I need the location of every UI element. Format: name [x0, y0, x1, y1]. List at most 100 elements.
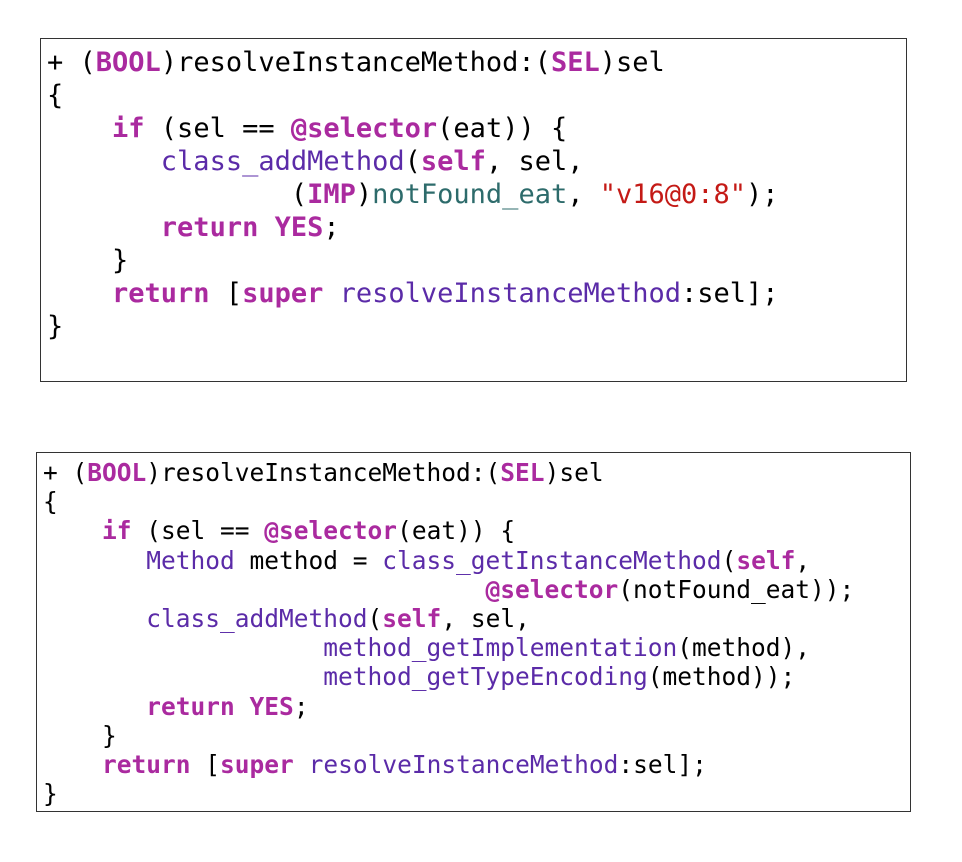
code-token-keyword: @selector	[264, 516, 398, 546]
code-block-simple-imp: + (BOOL)resolveInstanceMethod:(SEL)sel{ …	[40, 38, 907, 382]
code-token-keyword: return	[112, 278, 210, 309]
code-token-plain	[43, 633, 323, 662]
code-token-keyword: super	[242, 278, 324, 309]
code-line: class_addMethod(self, sel,	[43, 604, 910, 633]
code-line: }	[47, 244, 906, 277]
code-token-keyword: return	[146, 691, 235, 721]
code-line: return [super resolveInstanceMethod:sel]…	[43, 750, 910, 779]
code-token-method: class_addMethod	[146, 604, 368, 634]
code-token-plain	[43, 604, 146, 633]
code-line: @selector(notFound_eat));	[43, 575, 910, 604]
code-token-keyword: SEL	[500, 458, 545, 487]
code-token-plain: + (	[43, 458, 88, 487]
code-token-keyword: IMP	[307, 179, 356, 210]
code-token-plain: + (	[47, 47, 96, 78]
code-token-plain: }	[43, 779, 58, 809]
code-token-plain: (method),	[677, 633, 811, 663]
code-token-keyword: if	[102, 516, 132, 546]
code-token-plain: )sel	[544, 458, 604, 487]
code-token-keyword: self	[420, 146, 486, 177]
code-token-keyword: SEL	[550, 47, 600, 78]
code-token-plain	[43, 516, 102, 545]
code-token-plain: (notFound_eat));	[618, 574, 855, 604]
code-token-keyword: YES	[274, 212, 324, 243]
code-token-plain: (sel ==	[131, 516, 265, 546]
code-line: return [super resolveInstanceMethod:sel]…	[47, 277, 906, 310]
code-line: class_addMethod(self, sel,	[47, 145, 906, 178]
code-token-method: resolveInstanceMethod	[308, 750, 619, 780]
code-token-method: class_getInstanceMethod	[382, 545, 722, 575]
code-token-string: "v16@0:8"	[599, 179, 747, 210]
code-token-plain: , sel,	[441, 604, 530, 634]
code-token-plain: ;	[323, 212, 340, 243]
code-token-plain: :sel];	[681, 278, 779, 309]
code-token-plain: (eat)) {	[437, 113, 568, 144]
code-token-plain: }	[47, 245, 129, 276]
code-token-plain: [	[190, 750, 221, 780]
code-token-plain	[323, 278, 339, 309]
code-line: method_getImplementation(method),	[43, 633, 910, 662]
code-token-plain	[47, 212, 161, 243]
code-token-plain: (	[404, 146, 421, 177]
code-token-plain: }	[47, 311, 64, 342]
code-token-plain	[43, 575, 486, 604]
code-token-keyword: return	[160, 212, 259, 243]
code-token-plain	[258, 212, 274, 243]
code-token-keyword: if	[112, 113, 145, 144]
code-token-plain: :sel];	[618, 750, 707, 780]
code-token-plain: {	[43, 487, 58, 517]
code-line: + (BOOL)resolveInstanceMethod:(SEL)sel	[47, 46, 906, 79]
code-token-keyword: BOOL	[87, 458, 147, 487]
code-token-plain	[43, 750, 102, 779]
code-token-plain: )	[355, 179, 373, 210]
code-token-plain: (sel ==	[144, 113, 291, 144]
code-token-plain: (	[47, 179, 308, 210]
code-token-keyword: BOOL	[95, 47, 161, 78]
code-token-plain	[294, 750, 309, 779]
code-token-plain: ,	[795, 545, 811, 575]
code-token-plain: ,	[567, 179, 600, 210]
code-line: }	[47, 310, 906, 343]
code-line: + (BOOL)resolveInstanceMethod:(SEL)sel	[43, 458, 910, 487]
code-token-plain: )resolveInstanceMethod:(	[160, 47, 551, 78]
code-line: }	[43, 779, 910, 808]
code-token-keyword: @selector	[290, 113, 438, 144]
code-token-keyword: @selector	[485, 574, 619, 604]
code-token-plain: }	[43, 720, 117, 750]
code-token-plain: )sel	[599, 47, 665, 78]
code-line: {	[43, 487, 910, 516]
code-token-plain: ;	[293, 691, 309, 721]
code-token-plain	[43, 692, 146, 721]
code-token-plain: {	[47, 80, 64, 111]
code-token-function: notFound_eat	[372, 179, 568, 210]
code-token-keyword: super	[220, 750, 294, 780]
code-line: return YES;	[47, 211, 906, 244]
code-line: Method method = class_getInstanceMethod(…	[43, 546, 910, 575]
code-token-method: Method	[146, 545, 235, 575]
code-token-plain	[43, 662, 323, 691]
code-line: {	[47, 79, 906, 112]
code-token-keyword: return	[102, 750, 191, 780]
code-token-plain: (method));	[647, 662, 796, 692]
code-token-plain: )resolveInstanceMethod:(	[146, 458, 501, 487]
code-token-plain: );	[746, 179, 779, 210]
code-block-method-lookup: + (BOOL)resolveInstanceMethod:(SEL)sel{ …	[36, 452, 911, 812]
code-token-plain: (	[367, 604, 383, 634]
code-token-plain	[47, 113, 112, 144]
code-line: }	[43, 721, 910, 750]
code-token-plain	[235, 692, 250, 721]
code-token-keyword: self	[382, 604, 442, 634]
code-line: if (sel == @selector(eat)) {	[47, 112, 906, 145]
code-token-plain: (eat)) {	[397, 516, 516, 546]
code-token-method: class_addMethod	[160, 146, 405, 177]
code-token-plain: [	[209, 278, 243, 309]
code-token-plain	[47, 146, 161, 177]
code-line: return YES;	[43, 692, 910, 721]
code-token-method: resolveInstanceMethod	[339, 278, 682, 309]
code-token-method: method_getTypeEncoding	[323, 662, 648, 692]
code-token-keyword: self	[736, 545, 796, 575]
code-token-method: method_getImplementation	[323, 633, 678, 663]
code-line: method_getTypeEncoding(method));	[43, 662, 910, 691]
code-token-plain	[43, 546, 146, 575]
code-line: (IMP)notFound_eat, "v16@0:8");	[47, 178, 906, 211]
